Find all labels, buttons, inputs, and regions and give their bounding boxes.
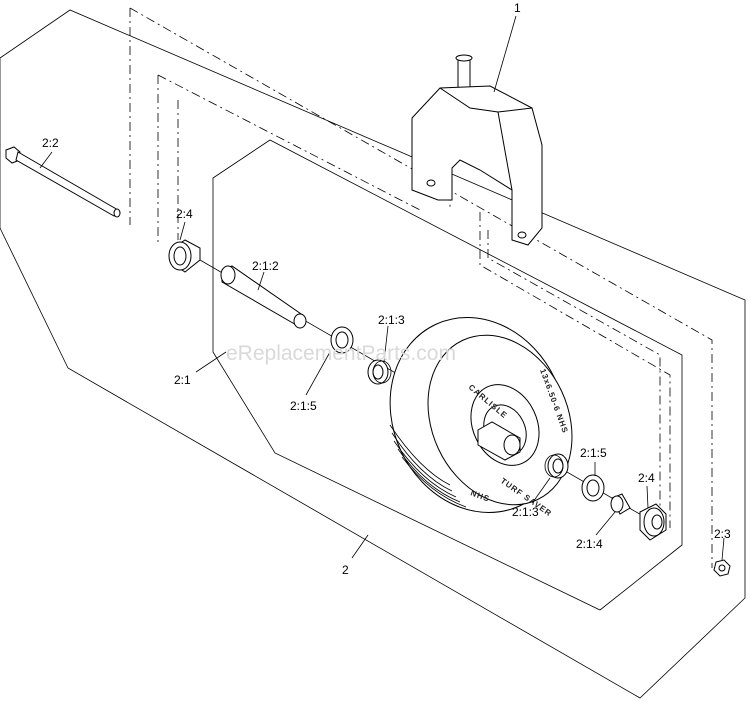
spacer-left: [168, 239, 201, 273]
callout-spacer-left: 2:4: [176, 207, 193, 221]
callout-fork: 1: [514, 1, 521, 15]
seal-left: [330, 326, 354, 354]
bearing-left: [367, 359, 392, 385]
callout-nut: 2:3: [714, 527, 731, 541]
alignment-lines: [129, 7, 713, 568]
tire: CARLISLE 13x6.50-6 NHS TURF SAVER NHS: [389, 317, 573, 518]
bearing-right: [544, 453, 569, 479]
callout-bushing: 2:1:4: [576, 537, 603, 551]
callout-bearing-left: 2:1:3: [378, 313, 405, 327]
callout-assembly: 2: [342, 563, 349, 577]
callout-spacer-right: 2:4: [638, 471, 655, 485]
callout-bolt: 2:2: [42, 136, 59, 150]
callout-labels: 1 2:2 2:4 2:1:2 2:1:3 2:1:5 2:1 2:1:3 2:…: [42, 1, 731, 577]
wheel-assembly-outline: [212, 139, 683, 611]
axle-tube: [220, 265, 307, 329]
caster-fork: [411, 54, 543, 246]
callout-wheel-assembly: 2:1: [174, 373, 191, 387]
callout-axle-tube: 2:1:2: [252, 259, 279, 273]
bushing: [610, 493, 631, 515]
assembly-2-outline: [0, 9, 746, 699]
leader-lines: [39, 15, 725, 561]
spacer-right: [639, 503, 667, 541]
callout-bearing-right: 2:1:3: [512, 505, 539, 519]
bolt: [5, 146, 121, 218]
seal-right: [581, 474, 605, 502]
watermark: eReplacementParts.com: [226, 342, 456, 365]
nut: [713, 559, 731, 577]
callout-seal-right: 2:1:5: [580, 446, 607, 460]
callout-seal-left: 2:1:5: [290, 399, 317, 413]
